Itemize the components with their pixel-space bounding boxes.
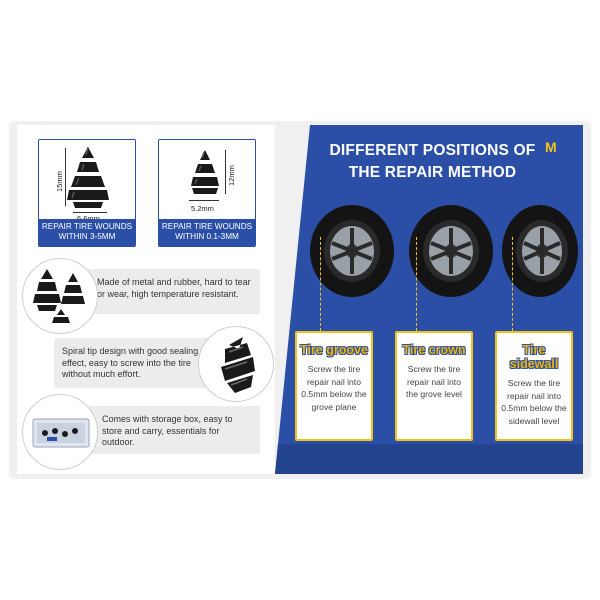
tire-image-crown — [409, 205, 493, 297]
repair-nail-small-icon — [191, 150, 219, 194]
width-label: 5.2mm — [191, 204, 214, 213]
repair-nails-group-icon — [33, 269, 85, 323]
height-label: 12mm — [227, 165, 236, 186]
tire-image-groove — [310, 205, 394, 297]
storage-box-icon — [32, 418, 90, 448]
feature-material-image — [22, 258, 98, 334]
connector-line — [512, 237, 513, 331]
connector-line — [416, 237, 417, 331]
feature-text: Comes with storage box, easy to store an… — [102, 414, 233, 447]
feature-storage-image — [22, 394, 98, 470]
repair-nail-large-icon — [67, 146, 109, 208]
brand-logo: M — [545, 139, 557, 155]
position-title: Tire sidewall — [509, 343, 559, 371]
product-card-large: 15mm 6.6mm REPAIR TIRE WOUNDS WITHIN 3-5… — [38, 139, 136, 247]
feature-storage: Comes with storage box, easy to store an… — [80, 406, 260, 454]
position-desc: Screw the tire repair nail into 0.5mm be… — [501, 378, 567, 426]
product-caption: REPAIR TIRE WOUNDS WITHIN 3-5mm — [39, 219, 135, 246]
spiral-tip-icon — [221, 337, 255, 393]
position-desc: Screw the tire repair nail into the grov… — [406, 364, 462, 399]
product-caption: REPAIR TIRE WOUNDS WITHIN 0.1-3mm — [159, 219, 255, 246]
tire-image-sidewall — [502, 205, 578, 297]
page-title: DIFFERENT POSITIONS OF THE REPAIR METHOD — [329, 142, 536, 181]
position-title: Tire groove — [300, 343, 368, 357]
feature-text: Spiral tip design with good sealing effe… — [62, 346, 199, 379]
width-label: 6.6mm — [77, 214, 100, 223]
connector-line — [320, 237, 321, 331]
product-card-small: 12mm 5.2mm REPAIR TIRE WOUNDS WITHIN 0.1… — [158, 139, 256, 247]
position-card-sidewall: Tire sidewall Screw the tire repair nail… — [495, 331, 573, 441]
feature-text: Made of metal and rubber, hard to tear o… — [97, 277, 251, 299]
feature-material: Made of metal and rubber, hard to tear o… — [80, 269, 260, 314]
feature-spiral-image — [198, 326, 274, 402]
height-label: 15mm — [55, 171, 64, 192]
position-card-crown: Tire crown Screw the tire repair nail in… — [395, 331, 473, 441]
position-title: Tire crown — [402, 343, 466, 357]
position-card-groove: Tire groove Screw the tire repair nail i… — [295, 331, 373, 441]
position-desc: Screw the tire repair nail into 0.5mm be… — [301, 364, 367, 412]
